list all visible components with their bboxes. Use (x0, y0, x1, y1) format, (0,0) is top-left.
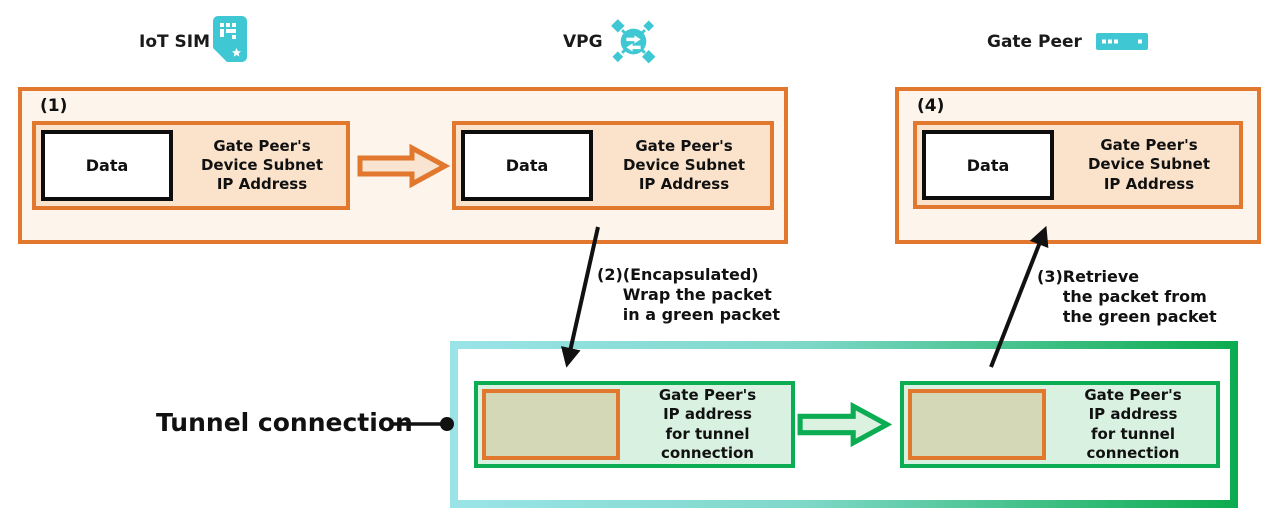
data-label: Data (505, 156, 549, 175)
green-packet-header-text: Gate Peer's IP address for tunnel connec… (658, 386, 757, 462)
green-flow-arrow-icon (796, 401, 893, 452)
network-gateway-icon (605, 13, 662, 74)
tunnel-connection-box: Gate Peer's IP address for tunnel connec… (450, 341, 1238, 508)
stage-box-4-number: (4) (917, 96, 945, 116)
step3-number: (3) (1037, 267, 1063, 286)
tunnel-connection-label: Tunnel connection (156, 408, 413, 437)
step2-annotation: (2) (Encapsulated) Wrap the packet in a … (597, 265, 780, 324)
orange-flow-arrow-icon (356, 143, 451, 193)
packet-header-text: Gate Peer's Device Subnet IP Address (1087, 136, 1211, 193)
green-packet-gate-peer: Gate Peer's IP address for tunnel connec… (900, 381, 1220, 468)
server-bar-icon (1096, 33, 1148, 54)
step3-text: Retrieve the packet from the green packe… (1062, 267, 1217, 326)
green-packet-vpg: Gate Peer's IP address for tunnel connec… (474, 381, 795, 468)
packet-header-text: Gate Peer's Device Subnet IP Address (622, 136, 746, 194)
step3-annotation: (3) Retrieve the packet from the green p… (1037, 267, 1217, 326)
data-label: Data (966, 155, 1010, 175)
iot-sim-label: IoT SIM (139, 32, 211, 52)
data-box: Data (461, 130, 593, 201)
ip-packet-gate-peer: Data Gate Peer's Device Subnet IP Addres… (913, 121, 1243, 209)
encapsulated-packet-box (908, 389, 1046, 460)
data-box: Data (41, 130, 173, 201)
data-label: Data (85, 156, 129, 175)
packet-header-text: Gate Peer's Device Subnet IP Address (200, 136, 324, 194)
ip-packet-sim: Data Gate Peer's Device Subnet IP Addres… (32, 121, 350, 210)
step2-text: (Encapsulated) Wrap the packet in a gree… (622, 265, 781, 324)
encapsulate-arrow (560, 226, 600, 368)
step2-number: (2) (597, 265, 623, 284)
sim-card-icon (213, 16, 247, 66)
ip-packet-vpg: Data Gate Peer's Device Subnet IP Addres… (452, 121, 774, 210)
encapsulated-packet-box (482, 389, 620, 460)
stage-box-4: (4) Data Gate Peer's Device Subnet IP Ad… (895, 87, 1261, 244)
data-box: Data (922, 130, 1054, 200)
stage-box-1-number: (1) (40, 96, 68, 116)
gate-peer-label: Gate Peer (987, 32, 1082, 52)
vpg-label: VPG (563, 32, 603, 52)
green-packet-header-text: Gate Peer's IP address for tunnel connec… (1084, 386, 1182, 462)
stage-box-1: (1) Data Gate Peer's Device Subnet IP Ad… (18, 87, 788, 244)
